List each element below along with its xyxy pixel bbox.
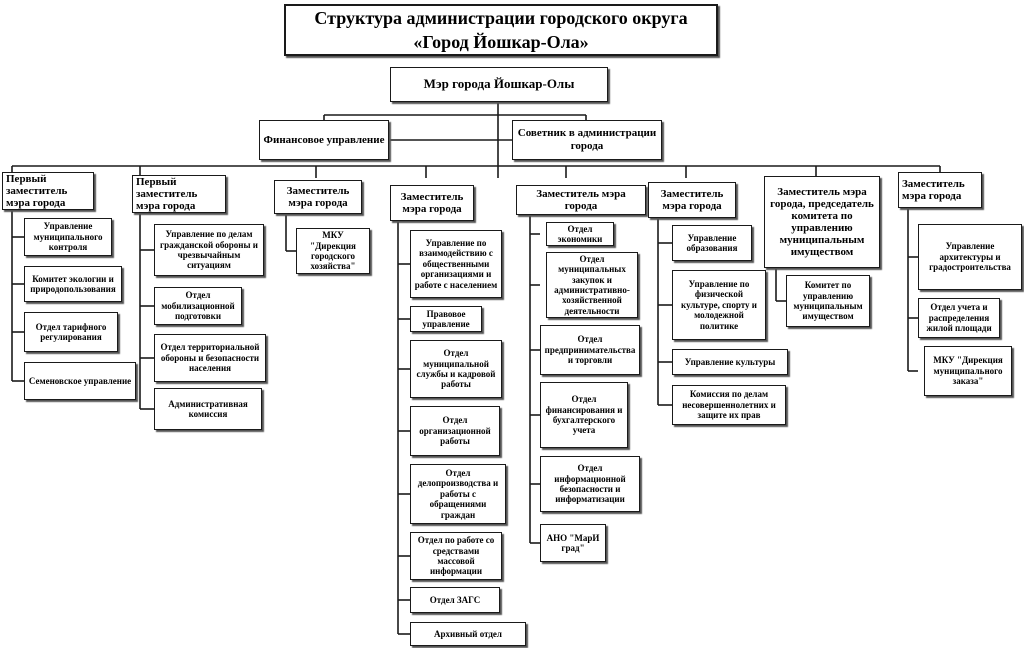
branch-2-item-4: Административная комиссия <box>154 388 262 430</box>
chart-title: Структура администрации городского округ… <box>284 4 718 56</box>
branch-2-item-2: Отдел мобилизационной подготовки <box>154 287 242 325</box>
branch-1-item-2: Комитет экологии и природопользования <box>24 266 122 302</box>
finance-department-box: Финансовое управление <box>259 120 389 160</box>
chart-title-line2: «Город Йошкар-Ола» <box>413 32 589 52</box>
advisor-box: Советник в администрации города <box>512 120 662 160</box>
branch-7-head: Заместитель мэра города, председатель ко… <box>764 176 880 268</box>
branch-1-item-4: Семеновское управление <box>24 362 136 400</box>
branch-6-item-1: Управление образования <box>672 225 752 261</box>
branch-4-head: Заместитель мэра города <box>390 185 474 221</box>
branch-8-item-1: Управление архитектуры и градостроительс… <box>918 224 1022 290</box>
branch-2-item-1: Управление по делам гражданской обороны … <box>154 224 264 276</box>
branch-4-item-6: Отдел по работе со средствами массовой и… <box>410 532 502 580</box>
branch-6-item-2: Управление по физической культуре, спорт… <box>672 270 766 340</box>
branch-5-item-4: Отдел финансирования и бухгалтерского уч… <box>540 382 628 448</box>
branch-8-item-2: Отдел учета и распределения жилой площад… <box>918 298 1000 338</box>
branch-4-item-3: Отдел муниципальной службы и кадровой ра… <box>410 340 502 398</box>
branch-6-item-3: Управление культуры <box>672 349 788 375</box>
branch-7-item-1: Комитет по управлению муниципальным имущ… <box>786 275 870 327</box>
branch-6-item-4: Комиссия по делам несовершеннолетних и з… <box>672 385 786 425</box>
branch-6-head: Заместитель мэра города <box>648 182 736 218</box>
branch-2-head: Первый заместитель мэра города <box>132 175 226 213</box>
branch-4-item-8: Архивный отдел <box>410 622 526 646</box>
branch-5-item-6: АНО "МарИ град" <box>540 524 606 562</box>
branch-5-item-1: Отдел экономики <box>546 222 614 246</box>
branch-2-item-3: Отдел территориальной обороны и безопасн… <box>154 334 266 382</box>
branch-4-item-1: Управление по взаимодействию с обществен… <box>410 230 502 298</box>
branch-1-head: Первый заместитель мэра города <box>2 172 94 210</box>
chart-title-line1: Структура администрации городского округ… <box>314 7 688 28</box>
mayor-box: Мэр города Йошкар-Олы <box>390 67 608 102</box>
branch-4-item-7: Отдел ЗАГС <box>410 587 500 613</box>
branch-5-item-5: Отдел информационной безопасности и инфо… <box>540 456 640 512</box>
branch-5-item-2: Отдел муниципальных закупок и администра… <box>546 252 638 318</box>
branch-5-head: Заместитель мэра города <box>516 185 646 215</box>
branch-4-item-2: Правовое управление <box>410 306 482 332</box>
branch-4-item-4: Отдел организационной работы <box>410 406 500 456</box>
branch-1-item-3: Отдел тарифного регулирования <box>24 312 118 352</box>
branch-3-item-1: МКУ "Дирекция городского хозяйства" <box>296 228 370 274</box>
branch-1-item-1: Управление муниципального контроля <box>24 218 112 256</box>
branch-3-head: Заместитель мэра города <box>274 180 362 214</box>
branch-4-item-5: Отдел делопроизводства и работы с обраще… <box>410 464 506 524</box>
branch-8-head: Заместитель мэра города <box>898 172 982 208</box>
branch-8-item-3: МКУ "Дирекция муниципального заказа" <box>924 346 1012 396</box>
branch-5-item-3: Отдел предпринимательства и торговли <box>540 325 640 375</box>
